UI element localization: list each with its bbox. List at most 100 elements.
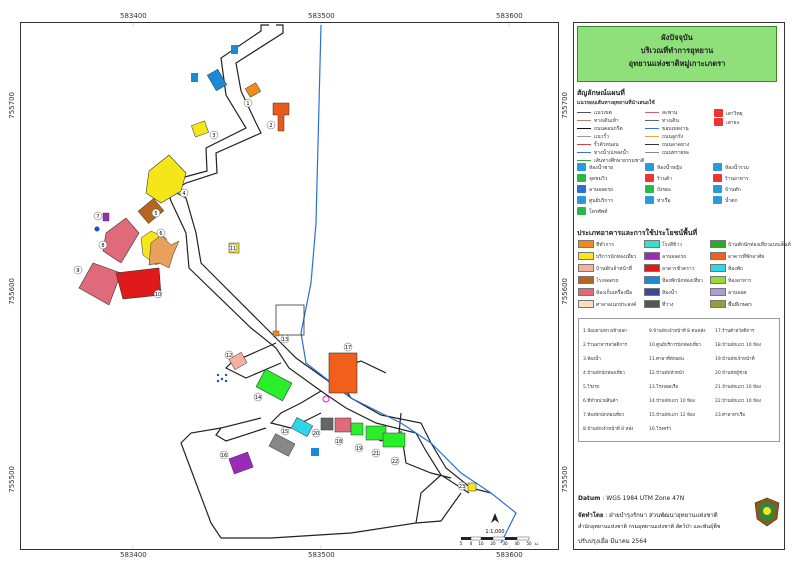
label-19: 19 [354,443,364,453]
place-list-item: 8.บ้านพักเจ้าหน้าที่ 8 หลัง [583,427,634,432]
svg-text:40: 40 [514,541,520,546]
svg-text:13: 13 [282,337,288,343]
svg-text:11: 11 [230,246,236,252]
svg-text:17: 17 [345,345,351,351]
landuse-label: พื้นที่เกษตร [728,302,752,308]
landuse-swatch [644,300,660,308]
line-swatch [645,120,659,121]
svg-text:22: 22 [392,459,398,465]
line-legend-label: รั้วตัวหนอน [594,142,619,148]
label-15: 15 [280,426,290,436]
map-frame[interactable]: 1 2 3 4 5 6 7 8 9 10 11 12 13 14 15 16 1… [20,22,559,550]
toilet-female-icon [645,163,654,171]
landuse-label: ห้องอาหาร [728,278,752,284]
line-legend-label: ถนนลาดยาง [662,142,690,148]
landuse-label: ห้องพัก [728,266,744,272]
shop-icon [645,174,654,182]
svg-text:2: 2 [269,123,272,129]
datum-label: Datum [578,495,601,502]
landuse-swatch [710,252,726,260]
label-1: 1 [243,98,253,108]
waterfall-icon [713,196,722,204]
landuse-label: บ้านพักนักท่องเที่ยวแบบเต็นท์ [728,242,791,248]
building-3 [191,120,209,138]
building-16 [268,433,296,457]
landuse-label: ลานจอด [728,290,747,296]
updated-text: ปรับปรุงเมื่อ มีนาคม 2564 [578,538,647,545]
toilet-icon [191,73,198,82]
place-list-item: 19.บ้านพักเจ้าหน้าที่ [715,357,755,362]
house-icon [713,185,722,193]
label-21: 21 [371,448,381,458]
map-title: ผังปัจจุบัน บริเวณที่ทำการอุทยาน อุทยานแ… [577,26,777,82]
datum-row: Datum : WGS 1984 UTM Zone 47N [578,495,684,502]
coord-top-3: 583600 [496,12,523,20]
toilet-icon [231,45,238,54]
label-17: 17 [343,342,353,352]
line-swatch [645,128,659,129]
building-19 [350,422,364,436]
landuse-label: บ้านพักเจ้าหน้าที่ [596,266,632,272]
place-list-item: 15.บ้านพักแถว 12 ห้อง [649,413,695,418]
landuse-label: ห้องเก็บเครื่องมือ [596,290,633,296]
coord-top-1: 583400 [120,12,147,20]
svg-text:50: 50 [526,541,532,546]
landuse-swatch [710,288,726,296]
svg-text:19: 19 [356,446,362,452]
landuse-label: ที่ว่าง [662,302,674,308]
landuse-swatch [578,264,594,272]
svg-text:10: 10 [478,541,484,546]
place-list-item: 18.บ้านพักแถว 10 ห้อง [715,343,761,348]
line-legend-label: ขอบเขตงาน [662,126,689,132]
coord-left-1: 755700 [8,92,16,119]
label-4: 4 [179,188,189,198]
flag-icon [714,118,723,126]
line-swatch [645,152,659,153]
line-swatch [577,136,591,137]
title-line-3: อุทยานแห่งชาติหมู่เกาะเภตรา [628,59,726,68]
legend-panel: ผังปัจจุบัน บริเวณที่ทำการอุทยาน อุทยานแ… [573,22,791,550]
place-list-item: 22.บ้านพักแถว 10 ห้อง [715,399,761,404]
line-legend-label: ถนนลูกรัง [662,134,684,140]
line-swatch [577,144,591,145]
landuse-swatch [578,252,594,260]
landuse-label: อาคารชั่วคราว [662,266,695,272]
svg-text:1: 1 [246,101,249,107]
point-legend-label: จุดชมวิว [589,176,608,182]
building-14 [255,368,293,402]
place-list-item: 4.บ้านพักนักท่องเที่ยว [583,371,625,376]
building-7 [102,212,110,222]
line-swatch [645,144,659,145]
landuse-swatch [644,252,660,260]
landuse-label: โรงสีข้าว [662,242,682,248]
line-legend-label: ถนนทรายทะ [662,150,690,156]
line-swatch [577,152,591,153]
landuse-swatch [644,240,660,248]
label-6: 6 [156,228,166,238]
landuse-label: ห้องน้ำ [662,290,677,296]
place-list-item: 2.ร้านอาหารสวัสดิการ [583,343,628,348]
point-legend-label: ห้องน้ำชาย [589,165,614,171]
building-1 [244,82,262,98]
landuse-swatch [644,288,660,296]
place-list-item: 17.ร้านค้าสวัสดิการ [715,329,755,334]
map-canvas[interactable]: 1 2 3 4 5 6 7 8 9 10 11 12 13 14 15 16 1… [21,23,558,549]
point-legend-label: ร้านอาหาร [725,176,749,182]
label-9: 9 [73,265,83,275]
line-swatch [577,112,591,113]
buildings [78,45,477,492]
datum-value: : WGS 1984 UTM Zone 47N [602,495,685,502]
svg-text:15: 15 [282,429,288,435]
landuse-label: บริการนักท่องเที่ยว [596,254,637,260]
coord-right-2: 755600 [561,278,569,305]
place-list-item: 7.ห้องพักนักท่องเที่ยว [583,413,625,418]
line-swatch [645,112,659,113]
svg-text:5: 5 [460,541,463,546]
title-line-2: บริเวณที่ทำการอุทยาน [640,46,714,55]
landuse-swatch [644,276,660,284]
svg-text:12: 12 [226,353,232,359]
point-legend-label: น้ำตก [725,198,738,204]
svg-text:21: 21 [373,451,379,457]
landuse-swatch [578,288,594,296]
place-list-item: 5.โรงรถ [583,385,600,390]
